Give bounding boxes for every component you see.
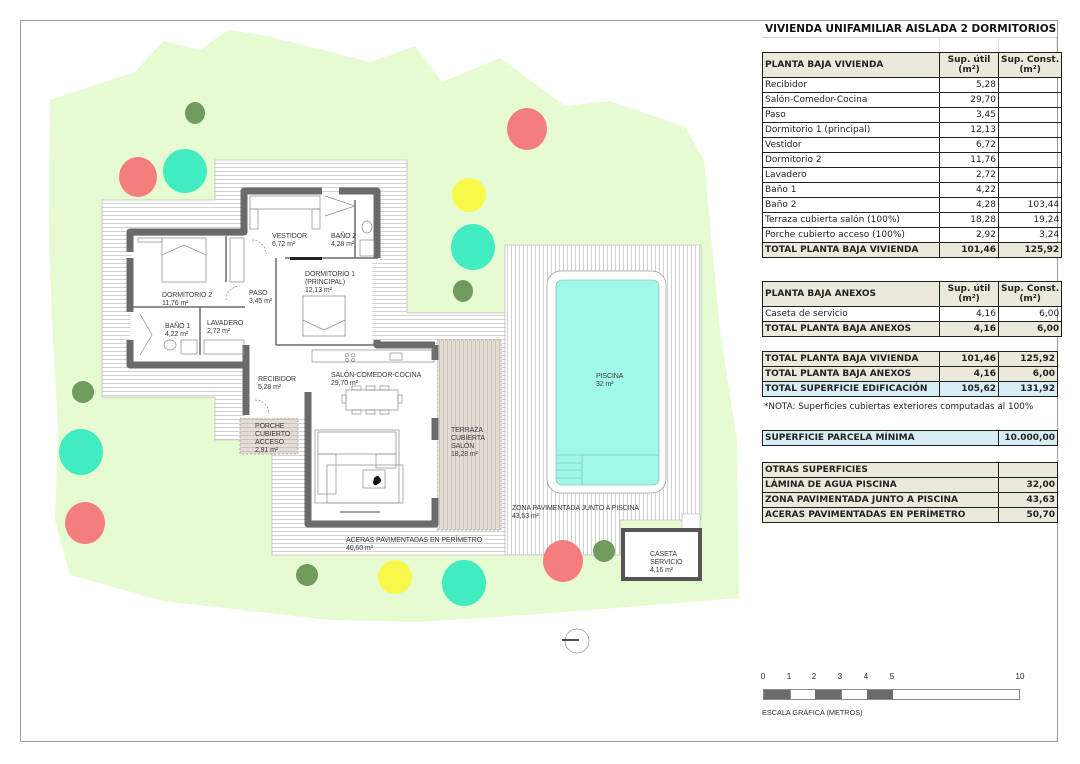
surface-note: *NOTA: Superficies cubiertas exteriores … xyxy=(764,402,1034,412)
svg-text:(PRINCIPAL): (PRINCIPAL) xyxy=(305,279,345,286)
svg-text:SERVICIO: SERVICIO xyxy=(650,559,683,566)
svg-text:ACCESO: ACCESO xyxy=(255,439,285,446)
svg-text:5,28 m²: 5,28 m² xyxy=(258,384,282,391)
service-shed xyxy=(621,528,702,581)
house-floor xyxy=(130,194,437,525)
svg-text:SALÓN: SALÓN xyxy=(451,441,474,450)
room-label-dormitorio1: DORMITORIO 1 xyxy=(305,271,355,278)
sheet-title: VIVIENDA UNIFAMILIAR AISLADA 2 DORMITORI… xyxy=(762,20,1057,38)
svg-text:29,70 m²: 29,70 m² xyxy=(331,380,359,387)
room-label-terraza: TERRAZA xyxy=(451,427,483,434)
trees xyxy=(59,102,615,606)
room-label-recibidor: RECIBIDOR xyxy=(258,376,296,383)
graphic-scale: 0 1 2 3 4 5 10 ESCALA GRÁFICA (METROS) xyxy=(760,672,1025,717)
pool-water xyxy=(555,279,660,486)
table-header: OTRAS SUPERFICIES xyxy=(762,462,1058,478)
svg-text:6,72 m²: 6,72 m² xyxy=(272,241,296,248)
room-label-salon: SALÓN-COMEDOR-COCINA xyxy=(331,370,422,379)
svg-text:32 m²: 32 m² xyxy=(596,381,614,388)
spacer-row xyxy=(762,38,1057,53)
table-header: PLANTA BAJA VIVIENDA Sup. útil(m²) Sup. … xyxy=(762,52,1063,78)
svg-text:2,72 m²: 2,72 m² xyxy=(207,328,231,335)
svg-text:43,63 m²: 43,63 m² xyxy=(512,513,540,520)
table-row: Dormitorio 1 (principal)12,13 xyxy=(762,122,1063,138)
svg-text:40,60 m²: 40,60 m² xyxy=(346,545,374,552)
table-header: PLANTA BAJA ANEXOS Sup. útil(m²) Sup. Co… xyxy=(762,281,1063,307)
scale-bar xyxy=(763,689,1020,700)
svg-text:CUBIERTA: CUBIERTA xyxy=(451,435,485,442)
room-label-bano2: BAÑO 2 xyxy=(331,231,356,240)
wall-north xyxy=(126,187,322,252)
svg-text:4,28 m²: 4,28 m² xyxy=(331,241,355,248)
room-label-aceras: ACERAS PAVIMENTADAS EN PERÍMETRO xyxy=(346,535,483,544)
room-label-piscina: PISCINA xyxy=(596,373,624,380)
svg-text:CUBIERTO: CUBIERTO xyxy=(255,431,291,438)
room-label-paso: PASO xyxy=(249,290,268,297)
room-label-vestidor: VESTIDOR xyxy=(272,233,307,240)
drawing-frame xyxy=(20,20,1058,742)
floor-plan: VESTIDOR 6,72 m² BAÑO 2 4,28 m² DORMITOR… xyxy=(49,30,739,654)
room-label-zona-pavimentada: ZONA PAVIMENTADA JUNTO A PISCINA xyxy=(512,505,639,512)
table-planta-baja-anexos: PLANTA BAJA ANEXOS Sup. útil(m²) Sup. Co… xyxy=(762,281,1063,337)
north-arrow-icon xyxy=(562,628,590,654)
svg-text:3,45 m²: 3,45 m² xyxy=(249,298,273,305)
table-planta-baja-vivienda: PLANTA BAJA VIVIENDA Sup. útil(m²) Sup. … xyxy=(762,52,1063,258)
room-label-dormitorio2: DORMITORIO 2 xyxy=(162,292,212,299)
scale-caption: ESCALA GRÁFICA (METROS) xyxy=(762,708,863,717)
room-label-lavadero: LAVADERO xyxy=(207,320,244,327)
svg-text:12,13 m²: 12,13 m² xyxy=(305,287,333,294)
room-label-caseta: CASETA xyxy=(650,551,677,558)
svg-text:4,22 m²: 4,22 m² xyxy=(165,331,189,338)
svg-text:11,76 m²: 11,76 m² xyxy=(162,300,189,307)
svg-text:4,16 m²: 4,16 m² xyxy=(650,567,674,574)
svg-text:18,28 m²: 18,28 m² xyxy=(451,451,479,458)
room-label-porche: PORCHE xyxy=(255,423,285,430)
room-label-bano1: BAÑO 1 xyxy=(165,321,190,330)
table-otras-superficies: OTRAS SUPERFICIES LÁMINA DE AGUA PISCINA… xyxy=(762,462,1058,523)
covered-terrace xyxy=(436,339,502,531)
covered-porch xyxy=(239,417,299,455)
svg-text:2,91 m²: 2,91 m² xyxy=(255,447,279,454)
